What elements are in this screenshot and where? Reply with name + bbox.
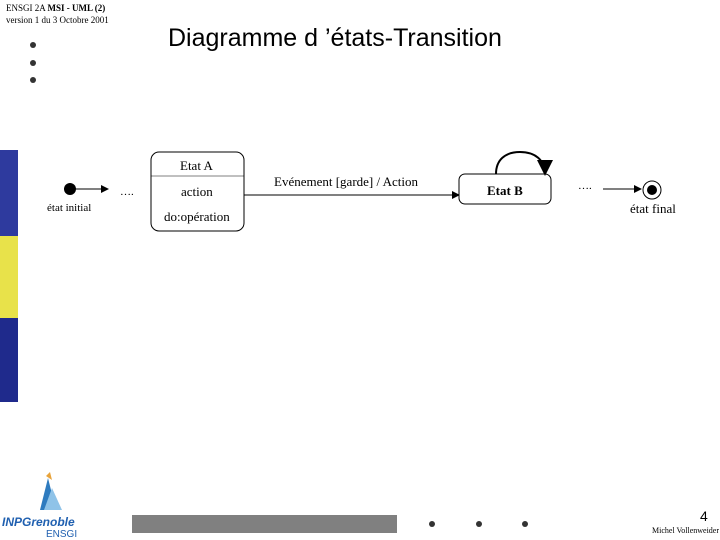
state-b-box bbox=[458, 173, 552, 205]
state-a-name: Etat A bbox=[180, 158, 213, 173]
final-state-dot bbox=[647, 185, 657, 195]
state-b-name: Etat B bbox=[487, 183, 523, 198]
state-a-activity: do:opération bbox=[164, 209, 230, 224]
slide-title: Diagramme d ’états-Transition bbox=[168, 24, 502, 52]
state-a-box bbox=[150, 151, 245, 232]
logo-ensgi: ENSGI bbox=[46, 529, 78, 540]
transition-label: Evénement [garde] / Action bbox=[274, 174, 419, 189]
state-a-action: action bbox=[181, 184, 213, 199]
footer-dot-3 bbox=[522, 521, 528, 527]
final-state-label: état final bbox=[630, 201, 676, 216]
dots-left: …. bbox=[120, 186, 134, 198]
footer-dot-1 bbox=[429, 521, 435, 527]
header-course-title: MSI - UML (2) bbox=[47, 3, 106, 13]
header-course: ENSGI 2A MSI - UML (2) bbox=[6, 3, 105, 13]
side-stripe-navy bbox=[0, 318, 18, 402]
initial-state-dot bbox=[64, 183, 76, 195]
logo-main-text: INPGrenoble bbox=[2, 515, 75, 529]
side-stripe-yellow bbox=[0, 236, 18, 318]
dots-right: …. bbox=[578, 180, 592, 192]
inp-logo-icon bbox=[40, 472, 62, 510]
footer-dot-2 bbox=[476, 521, 482, 527]
author-name: Michel Vollenweider bbox=[652, 526, 720, 535]
page-number: 4 bbox=[700, 508, 708, 524]
header-version: version 1 du 3 Octobre 2001 bbox=[6, 15, 109, 25]
bullet-dot-2 bbox=[30, 60, 36, 66]
logo-inp-grenoble: INPGrenoble bbox=[2, 515, 75, 529]
self-transition-loop bbox=[495, 150, 553, 176]
footer-bar bbox=[132, 515, 397, 533]
bullet-dot-3 bbox=[30, 77, 36, 83]
bullet-dot-1 bbox=[30, 42, 36, 48]
side-stripe-blue bbox=[0, 150, 18, 236]
header-course-prefix: ENSGI 2A bbox=[6, 3, 48, 13]
initial-state-label: état initial bbox=[47, 202, 92, 214]
